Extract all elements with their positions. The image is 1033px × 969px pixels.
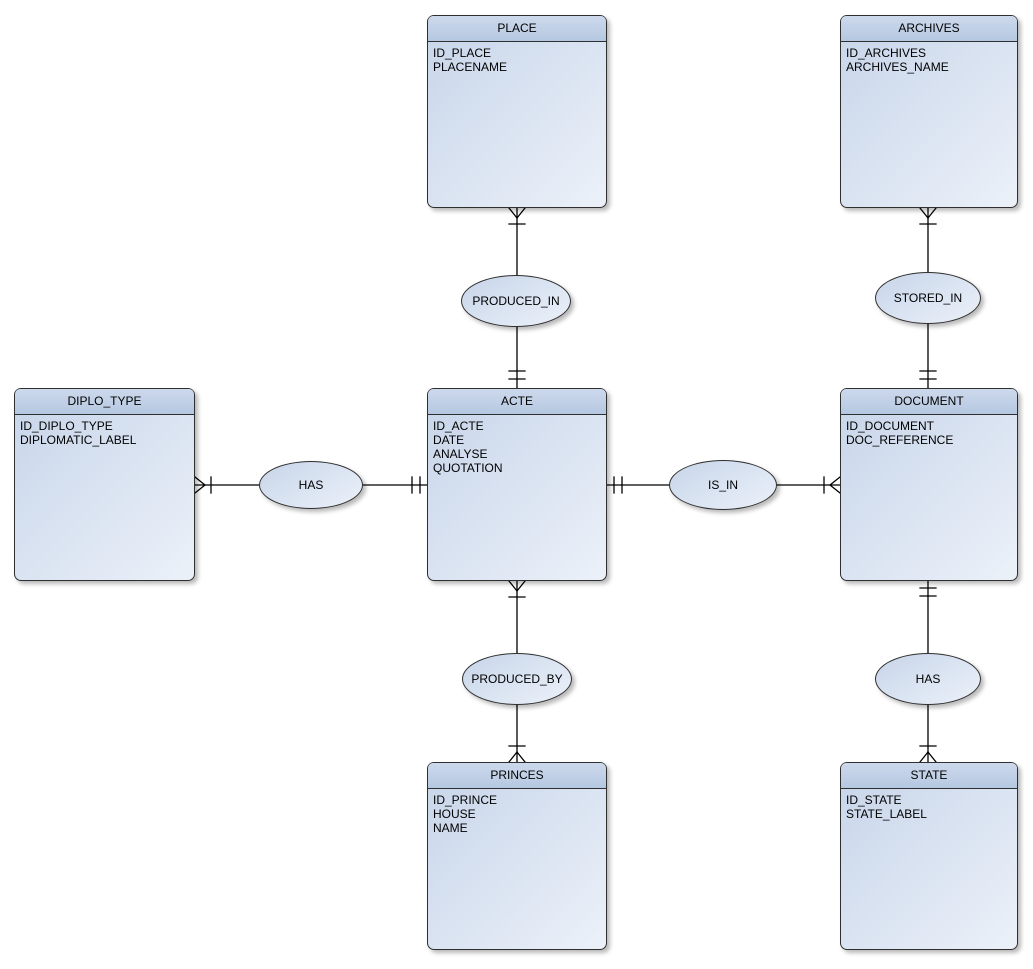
relationship-is-in[interactable]: IS_IN — [669, 460, 777, 510]
relationship-label: PRODUCED_IN — [472, 294, 560, 308]
entity-acte-title: ACTE — [428, 389, 606, 415]
relationship-label: STORED_IN — [893, 291, 963, 305]
entity-document-attributes: ID_DOCUMENT DOC_REFERENCE — [841, 415, 1017, 451]
relationship-label: IS_IN — [707, 478, 738, 492]
entity-princes-attributes: ID_PRINCE HOUSE NAME — [428, 789, 606, 839]
connector-place-produced-in-acte — [508, 207, 526, 389]
attribute-row: ID_ARCHIVES — [846, 46, 927, 60]
relationship-produced-in[interactable]: PRODUCED_IN — [461, 275, 571, 327]
attribute-row: ID_DIPLO_TYPE — [20, 419, 113, 433]
entity-archives-title: ARCHIVES — [841, 16, 1017, 42]
relationship-label: HAS — [298, 478, 324, 492]
entity-archives-attributes: ID_ARCHIVES ARCHIVES_NAME — [841, 42, 1017, 78]
attribute-row: DATE — [433, 433, 465, 447]
entity-princes-title: PRINCES — [428, 763, 606, 789]
attribute-row: PLACENAME — [433, 60, 508, 74]
entity-place-attributes: ID_PLACE PLACENAME — [428, 42, 606, 78]
relationship-label: HAS — [915, 672, 941, 686]
entity-place[interactable]: PLACE ID_PLACE PLACENAME — [427, 15, 607, 208]
entity-acte[interactable]: ACTE ID_ACTE DATE ANALYSE QUOTATION — [427, 388, 607, 581]
connector-acte-is-in-document — [606, 476, 841, 494]
entity-document-title: DOCUMENT — [841, 389, 1017, 415]
entity-state[interactable]: STATE ID_STATE STATE_LABEL — [840, 762, 1018, 950]
relationship-produced-by[interactable]: PRODUCED_BY — [462, 653, 572, 705]
entity-diplo-type-title: DIPLO_TYPE — [15, 389, 194, 415]
attribute-row: HOUSE — [433, 807, 476, 821]
attribute-row: ARCHIVES_NAME — [846, 60, 949, 74]
attribute-row: ID_ACTE — [433, 419, 484, 433]
relationship-stored-in[interactable]: STORED_IN — [875, 272, 981, 324]
attribute-row: STATE_LABEL — [846, 807, 927, 821]
attribute-row: ANALYSE — [433, 447, 488, 461]
relationship-has-state[interactable]: HAS — [875, 653, 981, 705]
entity-diplo-type-attributes: ID_DIPLO_TYPE DIPLOMATIC_LABEL — [15, 415, 194, 451]
attribute-row: DOC_REFERENCE — [846, 433, 954, 447]
attribute-row: QUOTATION — [433, 461, 503, 475]
relationship-has-diplo-type[interactable]: HAS — [259, 461, 363, 509]
connector-acte-produced-by-princes — [508, 580, 526, 763]
entity-archives[interactable]: ARCHIVES ID_ARCHIVES ARCHIVES_NAME — [840, 15, 1018, 208]
connector-document-has-state — [919, 580, 937, 763]
entity-acte-attributes: ID_ACTE DATE ANALYSE QUOTATION — [428, 415, 606, 479]
entity-diplo-type[interactable]: DIPLO_TYPE ID_DIPLO_TYPE DIPLOMATIC_LABE… — [14, 388, 195, 581]
connector-diplo-type-has-acte — [194, 476, 428, 494]
attribute-row: ID_DOCUMENT — [846, 419, 935, 433]
attribute-row: DIPLOMATIC_LABEL — [20, 433, 137, 447]
entity-princes[interactable]: PRINCES ID_PRINCE HOUSE NAME — [427, 762, 607, 950]
attribute-row: NAME — [433, 821, 468, 835]
entity-state-title: STATE — [841, 763, 1017, 789]
attribute-row: ID_PLACE — [433, 46, 492, 60]
entity-document[interactable]: DOCUMENT ID_DOCUMENT DOC_REFERENCE — [840, 388, 1018, 581]
relationship-label: PRODUCED_BY — [471, 672, 563, 686]
connector-archives-stored-in-document — [919, 207, 937, 389]
entity-state-attributes: ID_STATE STATE_LABEL — [841, 789, 1017, 825]
attribute-row: ID_STATE — [846, 793, 902, 807]
attribute-row: ID_PRINCE — [433, 793, 498, 807]
entity-place-title: PLACE — [428, 16, 606, 42]
